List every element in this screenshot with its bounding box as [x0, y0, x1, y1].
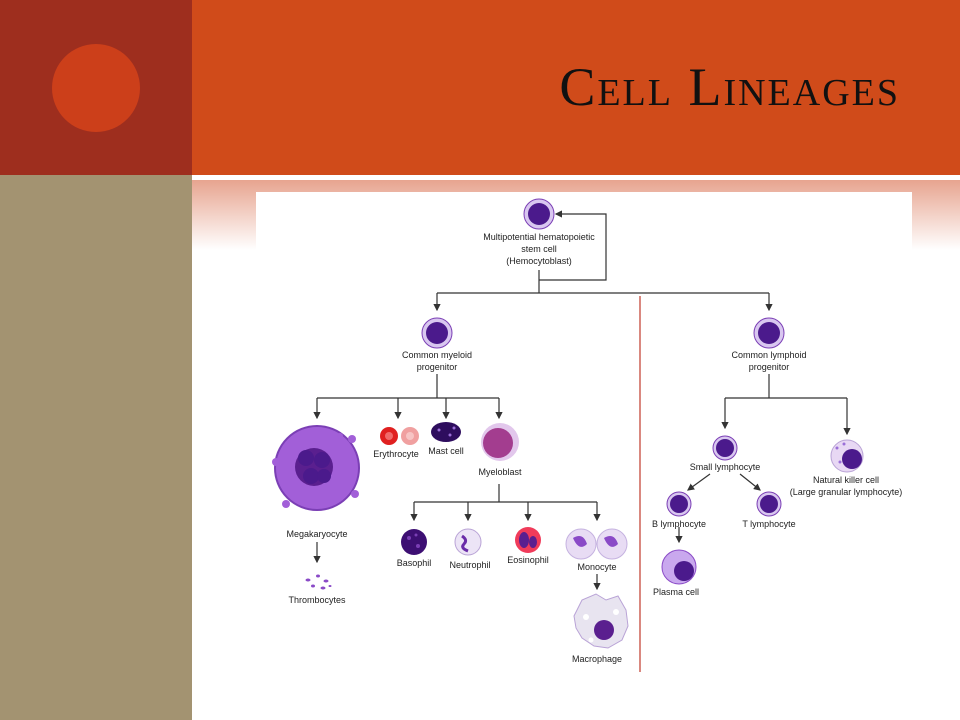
t-lymphocyte-icon: [756, 491, 782, 517]
plasma-cell-label: Plasma cell: [653, 587, 699, 597]
erythrocyte-icon: [380, 427, 419, 445]
title-banner: Cell Lineages: [192, 0, 960, 175]
hsc-label-line1: Multipotential hematopoietic: [483, 232, 595, 242]
decorative-circle: [52, 44, 140, 132]
hsc-label-line3: (Hemocytoblast): [506, 256, 572, 266]
left-panel-bottom: [0, 175, 192, 720]
monocyte-icon: [565, 528, 628, 560]
megakaryocyte-icon: [272, 425, 360, 511]
megakaryocyte-label: Megakaryocyte: [286, 529, 347, 539]
t-lymphocyte-label: T lymphocyte: [742, 519, 795, 529]
plasma-cell-icon: [661, 549, 697, 585]
macrophage-label: Macrophage: [572, 654, 622, 664]
b-lymphocyte-label: B lymphocyte: [652, 519, 706, 529]
eosinophil-icon: [515, 527, 541, 553]
connector-lines: [313, 210, 851, 591]
mast-cell-label: Mast cell: [428, 446, 464, 456]
nk-cell-label-line2: (Large granular lymphocyte): [790, 487, 903, 497]
neutrophil-icon: [454, 528, 482, 556]
eosinophil-label: Eosinophil: [507, 555, 549, 565]
thrombocytes-label: Thrombocytes: [288, 595, 346, 605]
erythrocyte-label: Erythrocyte: [373, 449, 419, 459]
myeloid-label-line1: Common myeloid: [402, 350, 472, 360]
thrombocytes-icon: [305, 574, 332, 590]
myeloblast-icon: [481, 423, 519, 461]
nk-cell-icon: [830, 439, 864, 473]
myeloid-label-line2: progenitor: [417, 362, 458, 372]
slide-title: Cell Lineages: [559, 57, 900, 117]
neutrophil-label: Neutrophil: [449, 560, 490, 570]
hsc-label-line2: stem cell: [521, 244, 557, 254]
lymphoid-label-line1: Common lymphoid: [731, 350, 806, 360]
cell-lineage-diagram: Multipotential hematopoietic stem cell (…: [256, 192, 912, 672]
hsc-cell-icon: [523, 198, 555, 230]
lymphoid-label-line2: progenitor: [749, 362, 790, 372]
mast-cell-icon: [431, 422, 461, 442]
basophil-label: Basophil: [397, 558, 432, 568]
b-lymphocyte-icon: [666, 491, 692, 517]
nk-cell-label-line1: Natural killer cell: [813, 475, 879, 485]
small-lymphocyte-icon: [712, 435, 738, 461]
small-lymphocyte-label: Small lymphocyte: [690, 462, 761, 472]
banner-divider: [192, 175, 960, 180]
myeloid-progenitor-icon: [421, 317, 453, 349]
lymphoid-progenitor-icon: [753, 317, 785, 349]
monocyte-label: Monocyte: [577, 562, 616, 572]
myeloblast-label: Myeloblast: [478, 467, 522, 477]
basophil-icon: [401, 529, 427, 555]
macrophage-icon: [573, 593, 629, 649]
